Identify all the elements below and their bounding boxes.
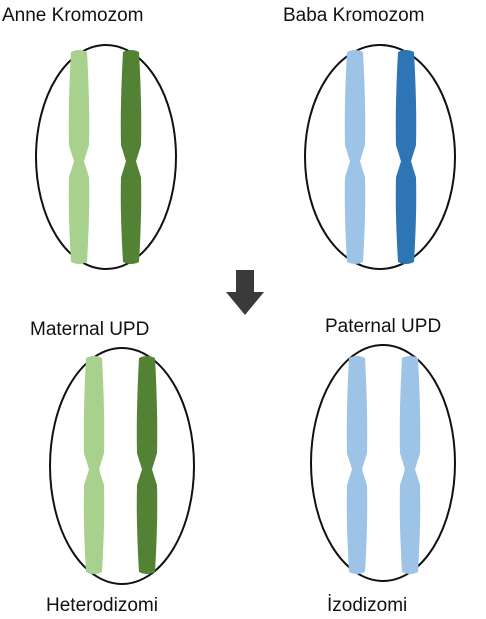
father-chromosome-1 [345,50,366,264]
maternal-upd-chromosome-2 [137,356,158,574]
maternal-upd-cell [50,348,194,584]
paternal-upd-chromosome-2 [400,356,421,574]
maternal-upd-cell-outline [50,348,194,584]
paternal-upd-chromosome-1 [347,356,368,574]
paternal-upd-cell [311,345,455,581]
father-chromosome-2 [396,50,417,264]
father-cell-outline [305,45,455,269]
paternal-upd-cell-outline [311,345,455,581]
mother-chromosome-2 [121,50,142,264]
mother-chromosome-1 [69,50,90,264]
mother-cell [36,45,176,269]
mother-cell-outline [36,45,176,269]
maternal-upd-chromosome-1 [84,356,105,574]
down-arrow-icon [226,270,264,315]
father-cell [305,45,455,269]
